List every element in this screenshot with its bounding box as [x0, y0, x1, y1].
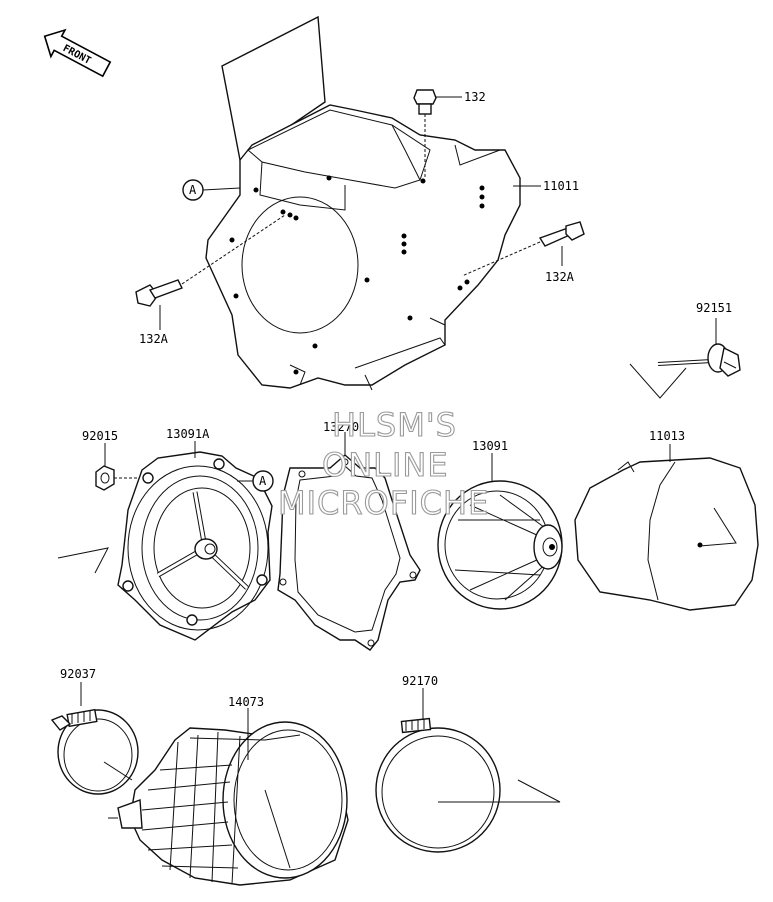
watermark-line-2: ONLINE [322, 446, 449, 484]
front-arrow-icon: FRONT [43, 28, 112, 78]
bolt-132-icon [413, 89, 437, 178]
label-14073: 14073 [228, 695, 264, 709]
label-132A-right: 132A [545, 270, 575, 284]
label-92151: 92151 [696, 301, 732, 315]
label-13091A: 13091A [166, 427, 210, 441]
air-filter-element-11013 [574, 457, 759, 611]
watermark-line-1: HLSM'S [332, 406, 457, 444]
label-92015: 92015 [82, 429, 118, 443]
label-13091: 13091 [472, 439, 508, 453]
label-132: 132 [464, 90, 486, 104]
label-13270: 13270 [323, 420, 359, 434]
ref-a-callout-2: A [259, 474, 267, 488]
intake-boot-14073 [108, 721, 349, 886]
air-box-housing [205, 15, 521, 391]
clamp-92037-icon [50, 708, 139, 795]
filter-holder-13091A [117, 451, 273, 641]
watermark-line-3: MICROFICHE [278, 484, 489, 522]
bolt-132A-right-icon [461, 221, 585, 277]
label-11013: 11013 [649, 429, 685, 443]
gasket-13270 [277, 454, 421, 651]
bolt-132A-left-icon [135, 214, 286, 307]
label-132A-left: 132A [139, 332, 169, 346]
band-clamp-92170-icon [375, 717, 501, 853]
screw-92151-icon [657, 343, 741, 377]
label-92037: 92037 [60, 667, 96, 681]
label-92170: 92170 [402, 674, 438, 688]
label-11011: 11011 [543, 179, 579, 193]
ref-a-callout-1: A [189, 183, 197, 197]
filter-frame-13091 [437, 480, 563, 610]
nut-92015-icon [95, 465, 115, 491]
